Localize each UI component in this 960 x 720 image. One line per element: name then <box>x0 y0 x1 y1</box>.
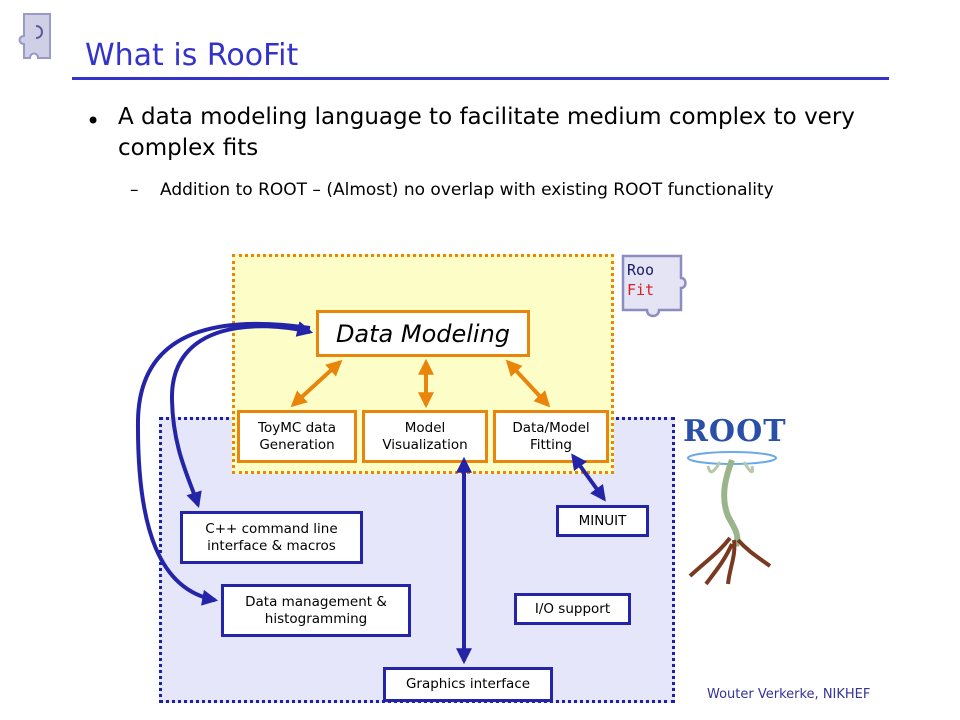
arrow-fitting-minuit <box>571 453 606 502</box>
arrow-modeling-datamgmt <box>135 321 311 606</box>
roofit-logo-roo: Roo <box>627 261 655 279</box>
io-support-box: I/O support <box>514 593 631 625</box>
title-underline <box>72 77 889 80</box>
page-title: What is RooFit <box>85 38 299 73</box>
minuit-box: MINUIT <box>556 505 649 537</box>
root-logo-text: ROOT <box>683 414 787 449</box>
root-logo-figure-icon <box>687 451 777 586</box>
model-visualization-box: Model Visualization <box>362 410 488 463</box>
data-management-box: Data management & histogramming <box>221 584 411 637</box>
data-modeling-box: Data Modeling <box>316 310 530 357</box>
arrow-modeling-cpp <box>169 321 314 509</box>
graphics-interface-box: Graphics interface <box>383 667 553 702</box>
arrow-modeling-toymc <box>290 359 343 408</box>
sub-bullet-text: Addition to ROOT – (Almost) no overlap w… <box>160 180 774 200</box>
cpp-command-line-box: C++ command line interface & macros <box>180 511 363 564</box>
puzzle-piece-icon <box>18 13 51 59</box>
arrow-modeling-fitting <box>505 359 551 408</box>
sub-bullet-marker: – <box>130 180 139 200</box>
roofit-logo-icon <box>621 254 687 318</box>
footer-author: Wouter Verkerke, NIKHEF <box>707 687 871 702</box>
bullet-text: A data modeling language to facilitate m… <box>118 104 855 161</box>
bullet-marker: • <box>86 107 101 135</box>
roofit-logo-fit: Fit <box>627 281 655 299</box>
